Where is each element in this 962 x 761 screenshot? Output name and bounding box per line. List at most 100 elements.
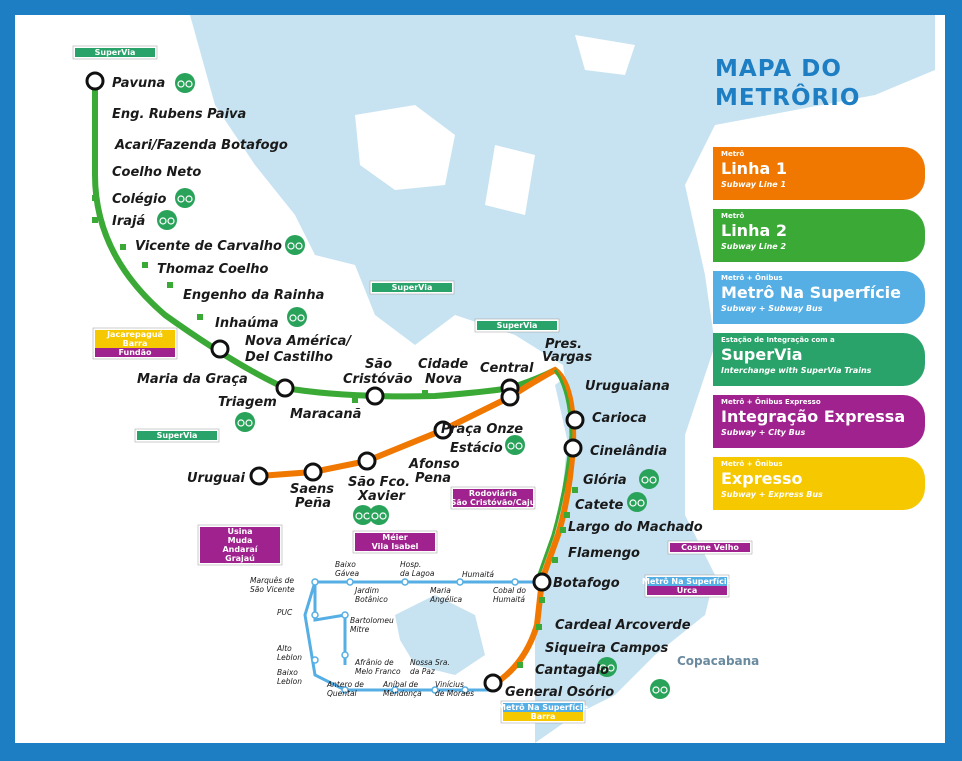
surface-stop-label-maria_angelica: Angélica: [429, 595, 463, 604]
station-label-sp1: Saens: [290, 482, 334, 497]
surface-stop-label-nossa: da Paz: [410, 667, 436, 676]
supervia-tag-1: SuperVia: [369, 280, 455, 295]
interchange-station[interactable]: [565, 410, 585, 430]
station-label-catete: Catete: [575, 498, 624, 513]
usina-tag-text: Grajaú: [225, 554, 255, 563]
interchange-station[interactable]: [85, 71, 105, 91]
interchange-station[interactable]: [483, 673, 503, 693]
station-tick: [536, 624, 542, 630]
bike-icon: [650, 679, 670, 699]
jacarepagua-tag-text: Barra: [123, 339, 148, 348]
interchange-station[interactable]: [563, 438, 583, 458]
supervia-tag-3: SuperVia: [134, 428, 220, 443]
interchange-station[interactable]: [433, 420, 453, 440]
surface-stop-label-vinicius: de Moraes: [435, 689, 474, 698]
station-label-cinelandia: Cinelândia: [590, 444, 667, 459]
surface-stop-label-anibal: Aníbal de: [382, 680, 419, 689]
bike-icon: [627, 492, 647, 512]
station-label-graca: Maria da Graça: [137, 372, 248, 387]
station-label-cn1: Cidade: [418, 357, 468, 372]
station-label-praca: Praça Onze: [441, 422, 523, 437]
rodoviaria-tag-text: Rodoviária: [469, 489, 517, 498]
bike-icon: [285, 235, 305, 255]
jacarepagua-tag-text: Fundão: [118, 348, 152, 357]
station-label-pv2: Vargas: [542, 350, 592, 365]
station-tick: [560, 527, 566, 533]
surface-stop-label-baixo_gavea: Gávea: [335, 569, 359, 578]
title-line-1: MAPA DO: [715, 56, 842, 82]
station-tick: [92, 169, 98, 175]
station-label-central: Central: [480, 361, 534, 376]
station-label-vicente: Vicente de Carvalho: [135, 239, 282, 254]
surface-stop-label-jardim: Botânico: [355, 595, 388, 604]
osorio-surface-tag-text: Barra: [531, 712, 556, 721]
station-label-nova1: Nova América/: [245, 334, 352, 349]
station-label-rubens: Eng. Rubens Paiva: [112, 107, 246, 122]
surface-stop: [311, 611, 319, 619]
station-label-sx1: São Fco.: [348, 475, 410, 490]
station-tick: [572, 487, 578, 493]
station-tick: [92, 195, 98, 201]
interchange-station[interactable]: [210, 339, 230, 359]
legend-kicker: Estação de Integração com a: [721, 336, 835, 344]
usina-tag-text: Muda: [228, 536, 253, 545]
station-label-gloria: Glória: [583, 473, 627, 488]
station-label-estacio: Estácio: [450, 441, 503, 456]
station-label-uruguaiana: Uruguaiana: [585, 379, 670, 394]
station-label-sx2: Xavier: [357, 489, 407, 504]
interchange-station[interactable]: [357, 451, 377, 471]
legend-sub: Subway Line 1: [721, 180, 787, 189]
supervia-tag-2-text: SuperVia: [497, 321, 538, 330]
legend-kicker: Metrô: [721, 150, 745, 158]
cosme-velho-tag-text: Cosme Velho: [681, 543, 739, 552]
surface-stop-label-baixo_leblon: Leblon: [277, 677, 302, 686]
surface-stop: [341, 611, 349, 619]
supervia-tag-3-text: SuperVia: [157, 431, 198, 440]
botafogo-surface-tag-text: Urca: [677, 586, 698, 595]
surface-stop: [311, 578, 319, 586]
bike-icon: [287, 307, 307, 327]
interchange-station[interactable]: [365, 386, 385, 406]
surface-stop-label-afranio: Afrânio de: [354, 658, 394, 667]
bike-icon: [175, 188, 195, 208]
surface-stop-label-vinicius: Vinícius: [435, 680, 464, 689]
interchange-station[interactable]: [249, 466, 269, 486]
supervia-tag-1-text: SuperVia: [392, 283, 433, 292]
botafogo-surface-tag-text: Metrô Na Superfície: [642, 576, 733, 586]
surface-stop-label-cobal: Humaitá: [493, 595, 525, 604]
station-label-botafogo: Botafogo: [553, 576, 620, 591]
station-label-iraja: Irajá: [112, 214, 145, 229]
legend-sub: Subway + Express Bus: [721, 490, 823, 499]
usina-tag-text: Andaraí: [222, 545, 258, 554]
interchange-station[interactable]: [532, 572, 552, 592]
legend-sub: Subway + Subway Bus: [721, 304, 823, 313]
interchange-station[interactable]: [500, 387, 520, 407]
station-tick: [120, 244, 126, 250]
station-tick: [539, 597, 545, 603]
jacarepagua-tag-text: Jacarepaguá: [106, 330, 163, 339]
surface-stop: [391, 686, 399, 694]
surface-stop: [511, 578, 519, 586]
surface-stop-label-nossa: Nossa Sra.: [410, 658, 450, 667]
bike-icon: [505, 435, 525, 455]
station-tick: [352, 397, 358, 403]
legend-name: Metrô Na Superfície: [721, 283, 902, 302]
supervia-tag-0-text: SuperVia: [95, 48, 136, 57]
surface-stop-label-puc: PUC: [277, 608, 293, 617]
station-label-engenho: Engenho da Rainha: [183, 288, 324, 303]
interchange-station[interactable]: [275, 378, 295, 398]
surface-stop: [456, 578, 464, 586]
interchange-station[interactable]: [303, 462, 323, 482]
surface-stop: [461, 686, 469, 694]
surface-stop: [346, 578, 354, 586]
station-label-cardeal: Cardeal Arcoverde: [555, 618, 691, 633]
station-label-sc2: Cristóvão: [343, 372, 413, 387]
area-label-copacabana: Copacabana: [677, 654, 759, 668]
